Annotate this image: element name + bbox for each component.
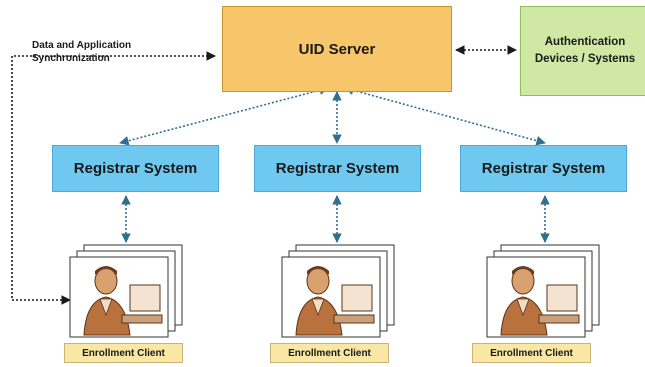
enrollment-operator-icon: [295, 266, 375, 336]
registrar-system-node-1: Registrar System: [52, 145, 219, 192]
enrollment-client-label-3: Enrollment Client: [472, 343, 591, 363]
sync-connector: [11, 51, 216, 305]
registrar-connector-3: [344, 85, 546, 146]
auth-devices-node: Authentication Devices / Systems: [520, 6, 645, 96]
enrollment-client-icon-3: [486, 244, 600, 338]
registrar-connector-1: [119, 85, 329, 146]
enrollment-operator-icon: [500, 266, 580, 336]
enrollment-client-label-2: Enrollment Client: [270, 343, 389, 363]
enrollment-operator-icon: [83, 266, 163, 336]
uid-server-node: UID Server: [222, 6, 452, 92]
enrollment-client-label-1: Enrollment Client: [64, 343, 183, 363]
sync-label: Data and Application Synchronization: [32, 40, 132, 64]
enrollment-client-icon-2: [281, 244, 395, 338]
enrollment-client-icon-1: [69, 244, 183, 338]
registrar-system-node-3: Registrar System: [460, 145, 627, 192]
registrar-system-node-2: Registrar System: [254, 145, 421, 192]
